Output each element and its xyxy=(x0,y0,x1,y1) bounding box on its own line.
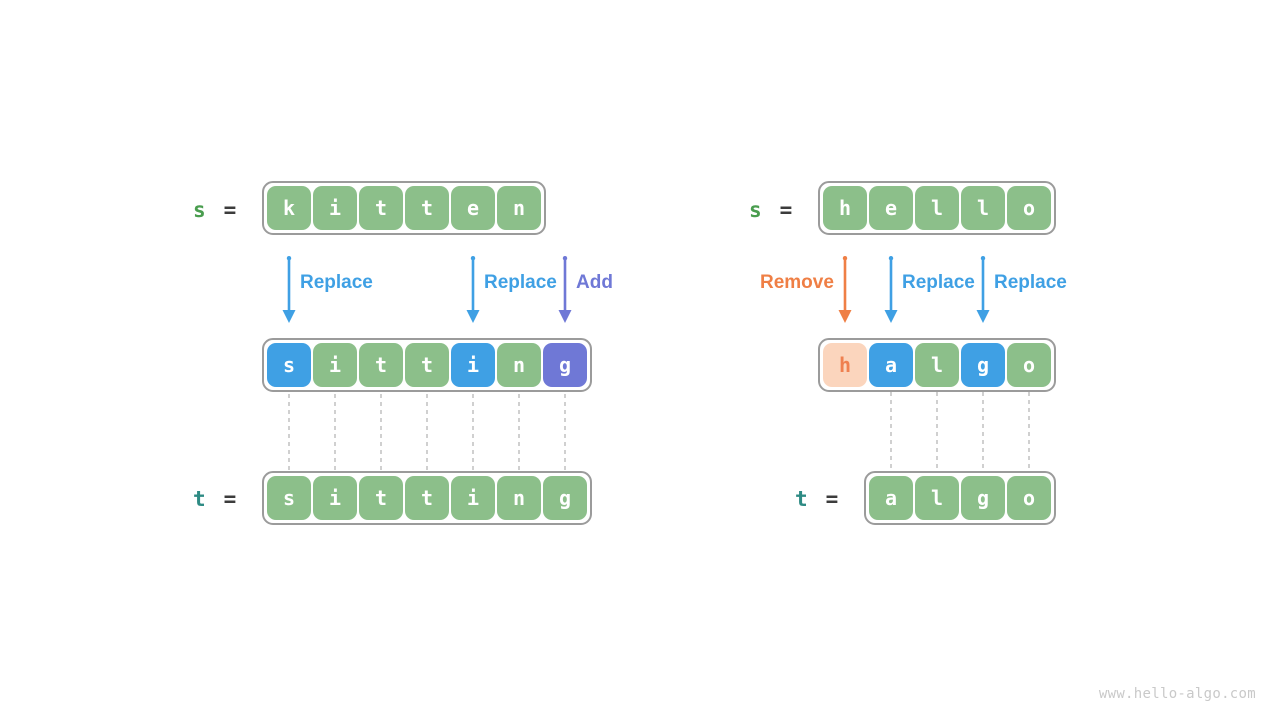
char-cell: l xyxy=(961,186,1005,230)
char-cell: a xyxy=(869,343,913,387)
operation-label: Replace xyxy=(300,272,373,293)
operation-arrow xyxy=(884,256,898,323)
char-cell: i xyxy=(313,186,357,230)
watermark: www.hello-algo.com xyxy=(1098,686,1256,702)
char-cell: o xyxy=(1007,186,1051,230)
left-target-equals: = xyxy=(223,487,237,511)
char-cell: g xyxy=(543,343,587,387)
char-cell: n xyxy=(497,186,541,230)
left-target-var-label: t = xyxy=(193,487,236,511)
char-cell: g xyxy=(543,476,587,520)
char-cell: a xyxy=(869,476,913,520)
char-cell: o xyxy=(1007,343,1051,387)
operation-label: Replace xyxy=(994,272,1067,293)
char-cell: i xyxy=(313,476,357,520)
right-target-equals: = xyxy=(825,487,839,511)
char-cell: t xyxy=(359,186,403,230)
operation-arrow xyxy=(282,256,296,323)
char-cell: l xyxy=(915,343,959,387)
right-source-equals: = xyxy=(779,198,793,222)
char-cell: t xyxy=(359,343,403,387)
operation-label: Replace xyxy=(484,272,557,293)
char-cell: l xyxy=(915,476,959,520)
char-cell: i xyxy=(451,343,495,387)
char-cell: t xyxy=(405,343,449,387)
char-cell: s xyxy=(267,343,311,387)
char-cell: k xyxy=(267,186,311,230)
char-cell: i xyxy=(313,343,357,387)
char-cell: n xyxy=(497,476,541,520)
char-cell: s xyxy=(267,476,311,520)
operation-label: Replace xyxy=(902,272,975,293)
operation-arrow xyxy=(838,256,852,323)
char-cell: l xyxy=(915,186,959,230)
left-target-var-name: t xyxy=(193,487,206,511)
char-cell: g xyxy=(961,343,1005,387)
char-cell: t xyxy=(405,476,449,520)
char-cell: o xyxy=(1007,476,1051,520)
char-cell: g xyxy=(961,476,1005,520)
right-source-var-name: s xyxy=(749,198,762,222)
operation-label: Remove xyxy=(760,272,834,293)
operation-arrow xyxy=(558,256,572,323)
char-cell: e xyxy=(451,186,495,230)
char-cell: e xyxy=(869,186,913,230)
right-source-var-label: s = xyxy=(749,198,792,222)
char-cell: n xyxy=(497,343,541,387)
char-cell: i xyxy=(451,476,495,520)
right-target-var-label: t = xyxy=(795,487,838,511)
char-cell: t xyxy=(405,186,449,230)
left-source-equals: = xyxy=(223,198,237,222)
left-source-var-label: s = xyxy=(193,198,236,222)
char-cell: h xyxy=(823,343,867,387)
operation-label: Add xyxy=(576,272,613,293)
char-cell: h xyxy=(823,186,867,230)
char-cell: t xyxy=(359,476,403,520)
right-target-var-name: t xyxy=(795,487,808,511)
left-source-var-name: s xyxy=(193,198,206,222)
operation-arrow xyxy=(976,256,990,323)
operation-arrow xyxy=(466,256,480,323)
